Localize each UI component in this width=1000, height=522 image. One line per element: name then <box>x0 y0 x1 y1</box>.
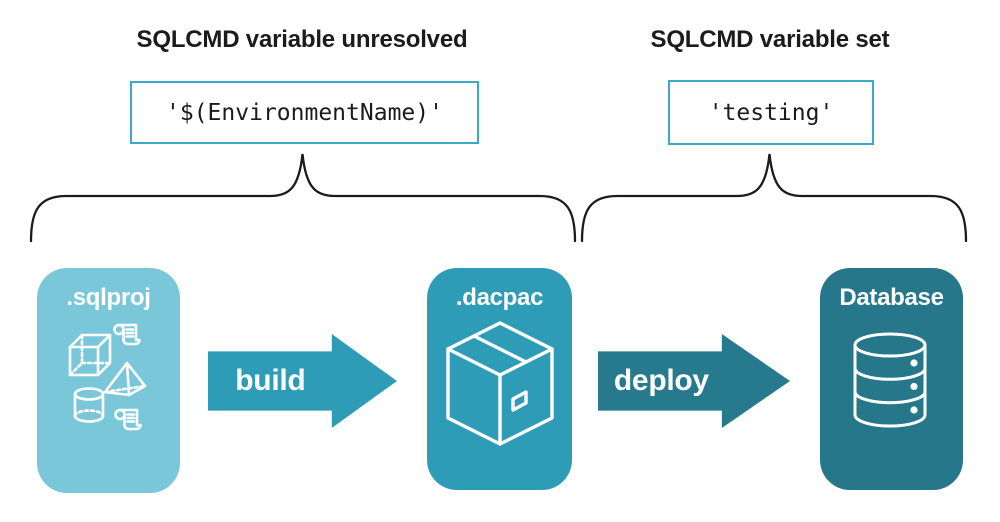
build-arrow: build <box>208 334 397 428</box>
node-database-label: Database <box>839 284 944 311</box>
script-icon <box>114 408 142 431</box>
heading-set: SQLCMD variable set <box>650 26 890 53</box>
set-value: 'testing' <box>708 99 834 126</box>
package-icon <box>446 321 554 446</box>
pyramid-icon <box>103 361 147 397</box>
deploy-arrow-label: deploy <box>613 363 709 397</box>
node-dacpac: .dacpac <box>427 268 572 490</box>
unresolved-value: '$(EnvironmentName)' <box>166 99 443 126</box>
right-brace <box>580 153 968 243</box>
node-dacpac-label: .dacpac <box>455 284 544 311</box>
build-arrow-label: build <box>235 363 306 397</box>
code-box-unresolved: '$(EnvironmentName)' <box>130 81 479 144</box>
deploy-arrow: deploy <box>598 334 790 428</box>
sql-objects-icon <box>68 323 147 431</box>
node-sqlproj-label: .sqlproj <box>66 284 151 311</box>
database-icon <box>853 332 927 428</box>
heading-unresolved: SQLCMD variable unresolved <box>136 26 468 53</box>
node-database: Database <box>820 268 963 490</box>
node-sqlproj: .sqlproj <box>37 268 180 493</box>
script-icon <box>113 323 141 346</box>
code-box-set: 'testing' <box>668 80 874 145</box>
cube-icon <box>68 333 112 377</box>
left-brace <box>29 153 577 243</box>
cylinder-icon <box>73 387 105 423</box>
